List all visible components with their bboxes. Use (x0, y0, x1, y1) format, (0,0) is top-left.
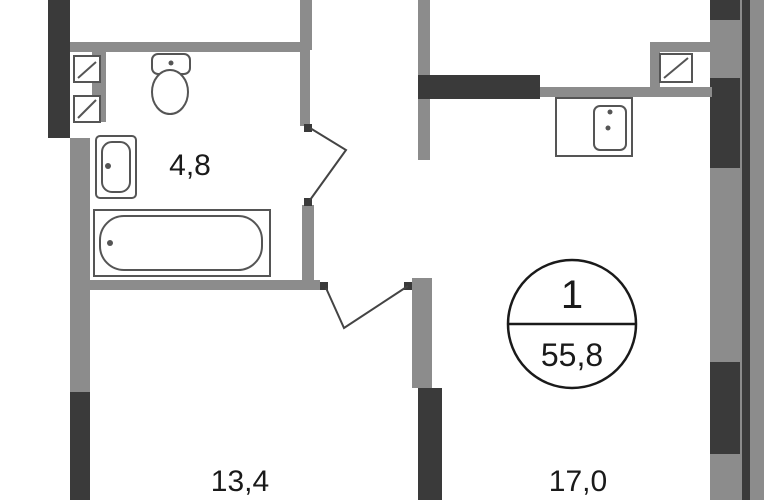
toilet-tank-button (168, 60, 174, 66)
wall-bath-top (70, 42, 310, 52)
apartment-badge: 1 55,8 (506, 258, 638, 390)
apartment-total-area: 55,8 (541, 337, 603, 373)
wall-bedroom-divider (418, 388, 442, 500)
room-area-living: 17,0 (549, 465, 607, 498)
wall-top-stub (300, 0, 312, 50)
bathtub-tap (107, 240, 113, 246)
window-right-3 (710, 362, 740, 454)
door-bedroom[interactable] (325, 285, 409, 330)
exterior-wall-left-top (48, 0, 70, 138)
bathroom-sink-tap (105, 163, 111, 169)
kitchen-sink-drain (605, 125, 611, 131)
bathtub-inner (99, 215, 263, 271)
exterior-wall-right-strip (750, 0, 764, 500)
room-area-bathroom: 4,8 (169, 149, 211, 182)
wall-bath-right-upper (300, 52, 310, 126)
door-jamb (304, 198, 312, 206)
door-bathroom[interactable] (309, 127, 348, 201)
exterior-wall-left-mid (70, 138, 90, 392)
wall-shaft-right (650, 42, 710, 52)
room-area-bedroom: 13,4 (211, 465, 269, 498)
kitchen-sink-tap (607, 109, 613, 115)
wall-kitchen-top (540, 87, 712, 97)
bathroom-sink-basin (101, 141, 131, 193)
shaft-left-1-diagonal (77, 61, 97, 79)
wall-corridor-right (412, 278, 432, 388)
toilet-bowl (151, 69, 189, 115)
exterior-wall-left-bottom (70, 392, 90, 500)
wall-kitchen-dark (418, 75, 540, 99)
window-right-strip (742, 0, 750, 500)
apartment-rooms-count: 1 (561, 273, 583, 317)
door-jamb (304, 124, 312, 132)
shaft-right-diagonal (663, 57, 689, 79)
wall-shaft-right-side (650, 42, 660, 92)
shaft-left-2-diagonal (77, 99, 97, 119)
door-jamb (320, 282, 328, 290)
window-right-1 (710, 0, 740, 20)
wall-bath-right-lower (302, 205, 314, 280)
window-right-2 (710, 78, 740, 168)
wall-bath-bottom (90, 280, 320, 290)
